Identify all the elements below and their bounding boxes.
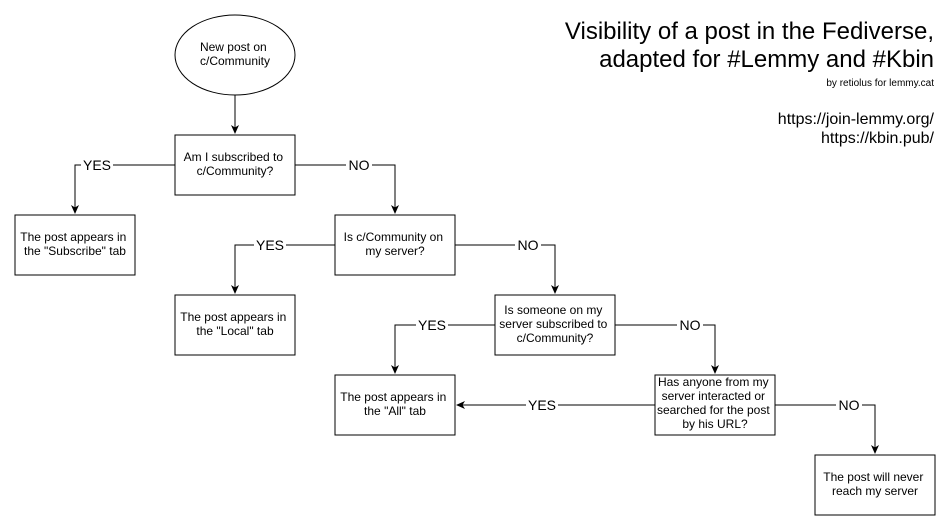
edge-subscribed-yes [71,164,175,214]
label-no-3: NO [680,317,701,333]
on-server-question-text: Is c/Community on my server? [344,230,447,258]
kbin-link: https://kbin.pub/ [821,130,934,147]
title-line-2: adapted for #Lemmy and #Kbin [599,46,934,73]
links: https://join-lemmy.org/ https://kbin.pub… [778,110,934,148]
all-tab-result-text: The post appears in the "All" tab [340,390,449,418]
local-tab-result-text: The post appears in the "Local" tab [180,310,289,338]
subscribe-tab-result-text: The post appears in the "Subscribe" tab [20,230,129,258]
never-reach-result-text: The post will never reach my server [823,470,926,498]
local-tab-result-node [174,294,296,356]
lemmy-link: https://join-lemmy.org/ [777,111,934,128]
title-line-1: Visibility of a post in the Fediverse, [564,18,934,45]
edge-onserver-yes [231,244,335,294]
start-node [174,14,296,96]
edges [71,95,879,454]
edge-onserver-no [455,244,559,294]
someone-subscribed-question-text: Is someone on my server subscribed to c/… [499,303,610,345]
nodes [14,14,936,516]
edge-someone-no [615,324,719,374]
start-node-text: New post on c/Community [200,40,270,68]
diagram-title: Visibility of a post in the Fediverse, a… [565,18,934,74]
label-yes-2: YES [256,237,284,253]
subscribed-question-node [174,134,296,196]
label-no-4: NO [839,397,860,413]
interacted-question-node [654,374,776,436]
edge-interacted-no [775,404,879,454]
label-yes-4: YES [528,397,556,413]
label-no-1: NO [349,157,370,173]
credit-text: by retiolus for lemmy.cat [826,78,934,89]
subscribed-question-text: Am I subscribed to c/Community? [184,150,287,178]
never-reach-result-node [814,454,936,516]
label-no-2: NO [518,237,539,253]
node-texts: New post on c/Community Am I subscribed … [20,40,926,498]
interacted-question-text: Has anyone from my server interacted or … [657,375,773,431]
label-yes-3: YES [418,317,446,333]
someone-subscribed-question-node [494,294,616,356]
edge-someone-yes [391,324,495,374]
all-tab-result-node [334,374,456,436]
subscribe-tab-result-node [14,214,136,276]
edge-labels: YES NO YES NO YES NO YES NO [81,157,862,413]
on-server-question-node [334,214,456,276]
edge-subscribed-no [295,164,399,214]
label-yes-1: YES [83,157,111,173]
